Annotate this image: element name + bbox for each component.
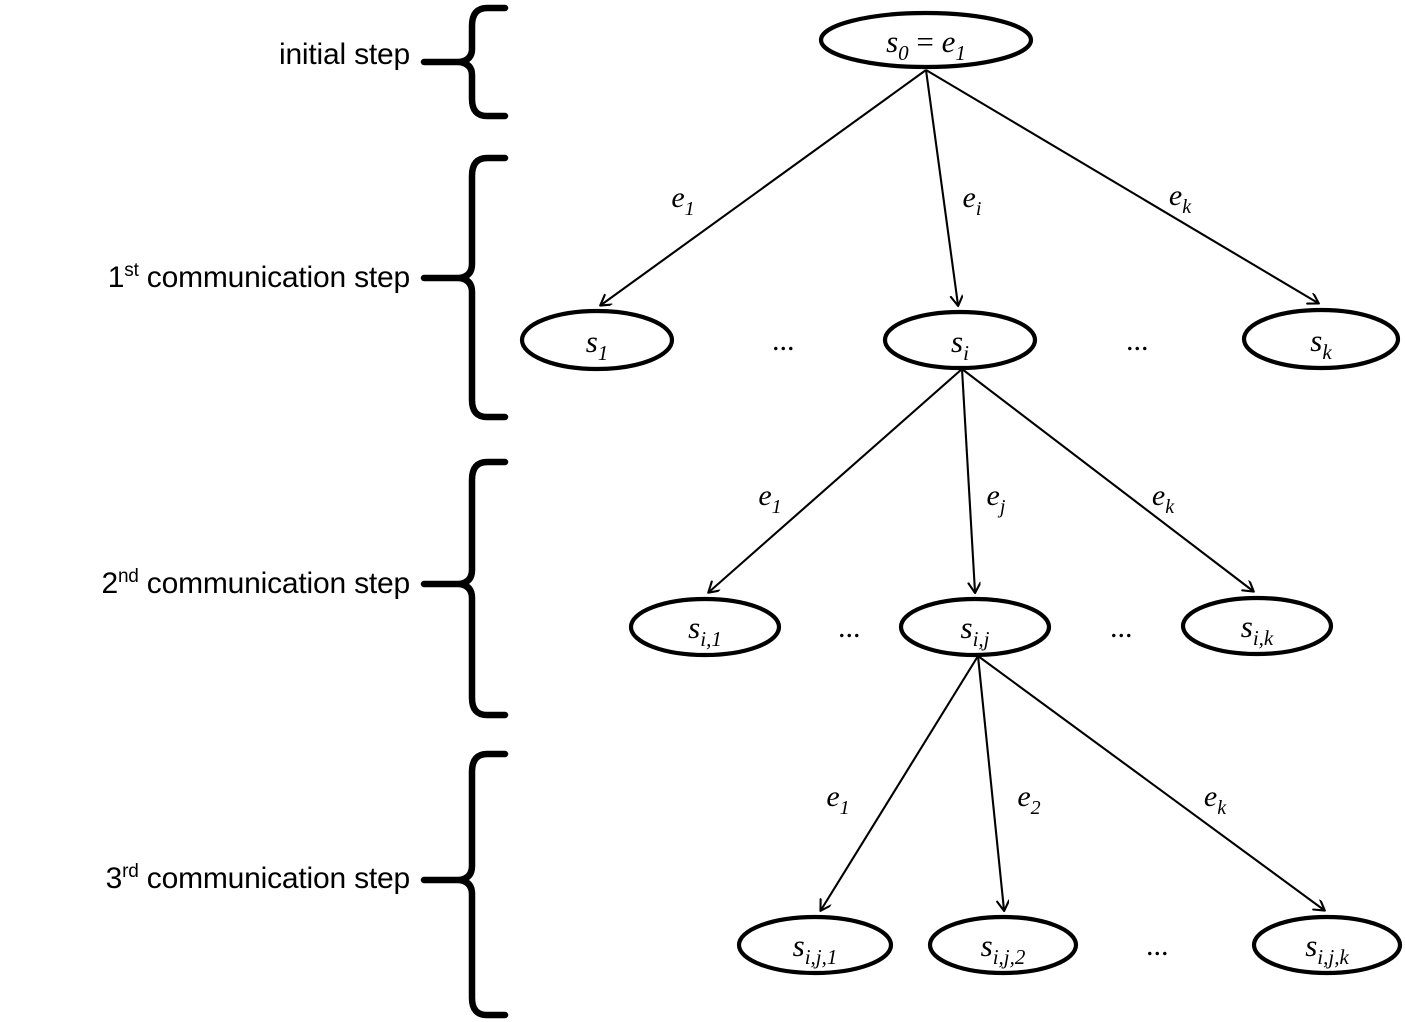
ellipsis-row1-left: ...: [773, 324, 796, 357]
step-label-initial: initial step: [250, 38, 410, 72]
edge-label-l1-ek: ek: [1169, 179, 1192, 218]
edge-labels-level-1: e1 ei ek: [671, 179, 1192, 220]
brace-initial-step: [420, 4, 509, 120]
node-sk[interactable]: sk: [1241, 307, 1401, 371]
node-si1-ellipse: [628, 596, 782, 658]
step-label-comm1-ordinal: st: [124, 260, 139, 281]
node-sij2[interactable]: si,j,2: [927, 914, 1079, 976]
brace-comm2-step: [420, 458, 509, 719]
step-label-comm3-text: communication step: [138, 862, 410, 895]
node-sij2-label: si,j,2: [981, 928, 1026, 969]
edge-root-to-sk: [925, 69, 1318, 303]
node-sij1[interactable]: si,j,1: [736, 914, 894, 976]
node-sik-ellipse: [1180, 595, 1334, 657]
brace-comm1-step: [420, 154, 509, 421]
node-sij1-ellipse: [736, 914, 894, 976]
node-si[interactable]: si: [882, 309, 1038, 371]
edges-level-3: [821, 655, 1324, 910]
edges-level-2: [709, 368, 1253, 592]
edge-root-to-si: [924, 69, 958, 305]
edge-label-l2-ej: ej: [987, 479, 1006, 518]
ellipsis-row1-right: ...: [1127, 324, 1150, 357]
edge-labels-level-2: e1 ej ek: [758, 479, 1175, 518]
node-sik-label: si,k: [1241, 609, 1274, 650]
node-sij-ellipse: [898, 596, 1052, 658]
node-sk-ellipse: [1241, 307, 1401, 371]
node-si1-label: si,1: [688, 610, 722, 651]
node-sij-label: si,j: [961, 610, 990, 651]
node-root-label: s0 = e1: [886, 24, 966, 65]
step-label-comm3-ordinal: rd: [122, 861, 139, 882]
step-label-comm1-number: 1: [107, 261, 125, 294]
step-label-comm3-number: 3: [105, 862, 123, 895]
node-si-ellipse: [882, 309, 1038, 371]
edge-root-to-s1: [601, 69, 927, 305]
edge-sij-to-sijk: [977, 655, 1324, 910]
edge-label-l2-ek: ek: [1152, 479, 1175, 518]
edges-level-1: [601, 69, 1318, 305]
edge-si-to-sij: [960, 368, 975, 592]
ellipsis-row2-left: ...: [839, 611, 862, 644]
edge-label-l3-e1: e1: [826, 780, 849, 819]
step-label-initial-text: initial step: [278, 38, 410, 71]
edge-label-l3-ek: ek: [1204, 780, 1227, 819]
node-root[interactable]: s0 = e1: [818, 10, 1034, 70]
edge-label-l1-ei: ei: [963, 181, 982, 220]
node-s1-ellipse: [519, 308, 675, 372]
edge-si-to-si1: [709, 368, 963, 592]
node-sijk[interactable]: si,j,k: [1251, 914, 1403, 976]
step-label-comm2-number: 2: [101, 567, 118, 600]
ellipsis-row3-right: ...: [1147, 929, 1170, 962]
edge-labels-level-3: e1 e2 ek: [826, 780, 1227, 819]
node-sik[interactable]: si,k: [1180, 595, 1334, 657]
node-sij[interactable]: si,j: [898, 596, 1052, 658]
node-sk-label: sk: [1310, 323, 1332, 364]
edge-si-to-sik: [961, 368, 1253, 591]
node-s1[interactable]: s1: [519, 308, 675, 372]
step-label-comm1: 1st communication step: [30, 261, 410, 295]
brace-comm3-step: [420, 750, 509, 1019]
edge-label-l2-e1: e1: [758, 479, 781, 518]
step-label-comm2: 2nd communication step: [10, 567, 410, 601]
node-sijk-ellipse: [1251, 914, 1403, 976]
ellipsis-row2-right: ...: [1111, 611, 1134, 644]
edge-label-l1-e1: e1: [671, 181, 694, 220]
step-label-comm2-ordinal: nd: [117, 566, 139, 587]
step-label-comm3: 3rd communication step: [10, 861, 411, 896]
node-si-label: si: [951, 324, 969, 365]
node-root-ellipse: [818, 10, 1034, 70]
edge-label-l3-e2: e2: [1017, 780, 1040, 819]
step-label-comm1-text: communication step: [138, 261, 410, 294]
edge-sij-to-sij2: [976, 655, 1004, 910]
node-sijk-label: si,j,k: [1305, 928, 1349, 969]
edge-sij-to-sij1: [821, 655, 979, 910]
node-s1-label: s1: [586, 324, 609, 365]
step-label-comm2-text: communication step: [138, 567, 410, 600]
node-si1[interactable]: si,1: [628, 596, 782, 658]
node-sij2-ellipse: [927, 914, 1079, 976]
node-sij1-label: si,j,1: [793, 928, 838, 969]
